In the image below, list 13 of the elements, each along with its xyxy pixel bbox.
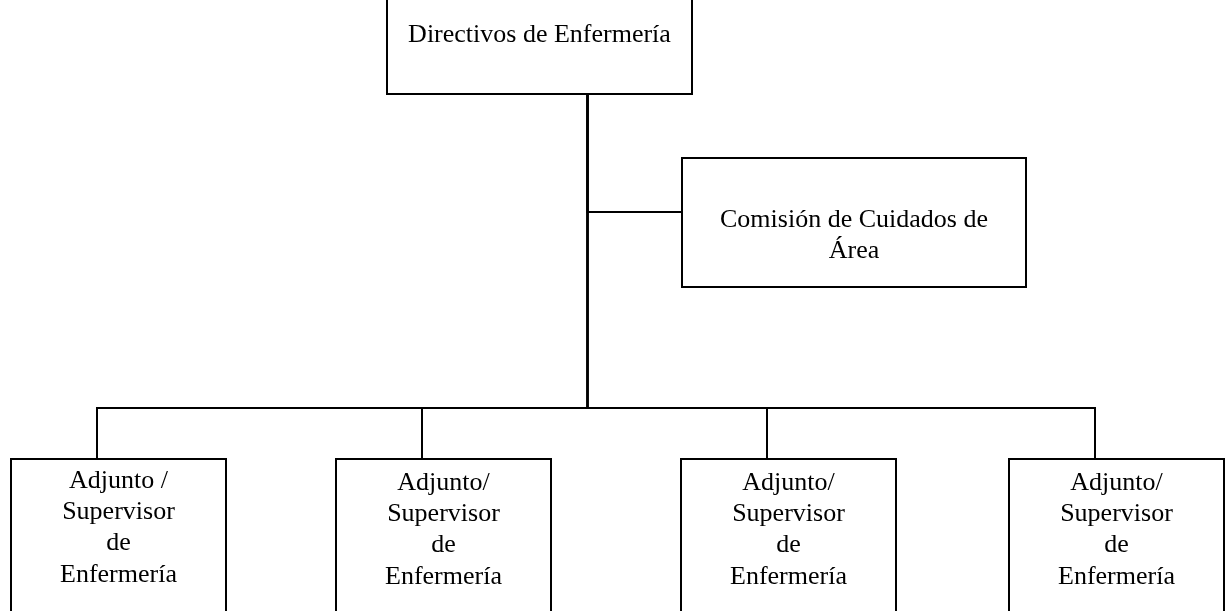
box-label: Adjunto/ Supervisor de Enfermería: [384, 466, 503, 591]
box-label: Comisión de Cuidados de Área: [719, 203, 989, 266]
box-label: Adjunto/ Supervisor de Enfermería: [729, 466, 848, 591]
org-box: [681, 157, 1027, 288]
org-box: [10, 458, 227, 611]
box-label: Adjunto/ Supervisor de Enfermería: [1057, 466, 1176, 591]
org-box: [386, 0, 693, 95]
box-label: Adjunto / Supervisor de Enfermería: [59, 464, 178, 589]
org-box: [1008, 458, 1225, 611]
connector-line: [586, 94, 1096, 459]
org-box: [335, 458, 552, 611]
org-box: [680, 458, 897, 611]
box-label: Directivos de Enfermería: [408, 18, 671, 50]
